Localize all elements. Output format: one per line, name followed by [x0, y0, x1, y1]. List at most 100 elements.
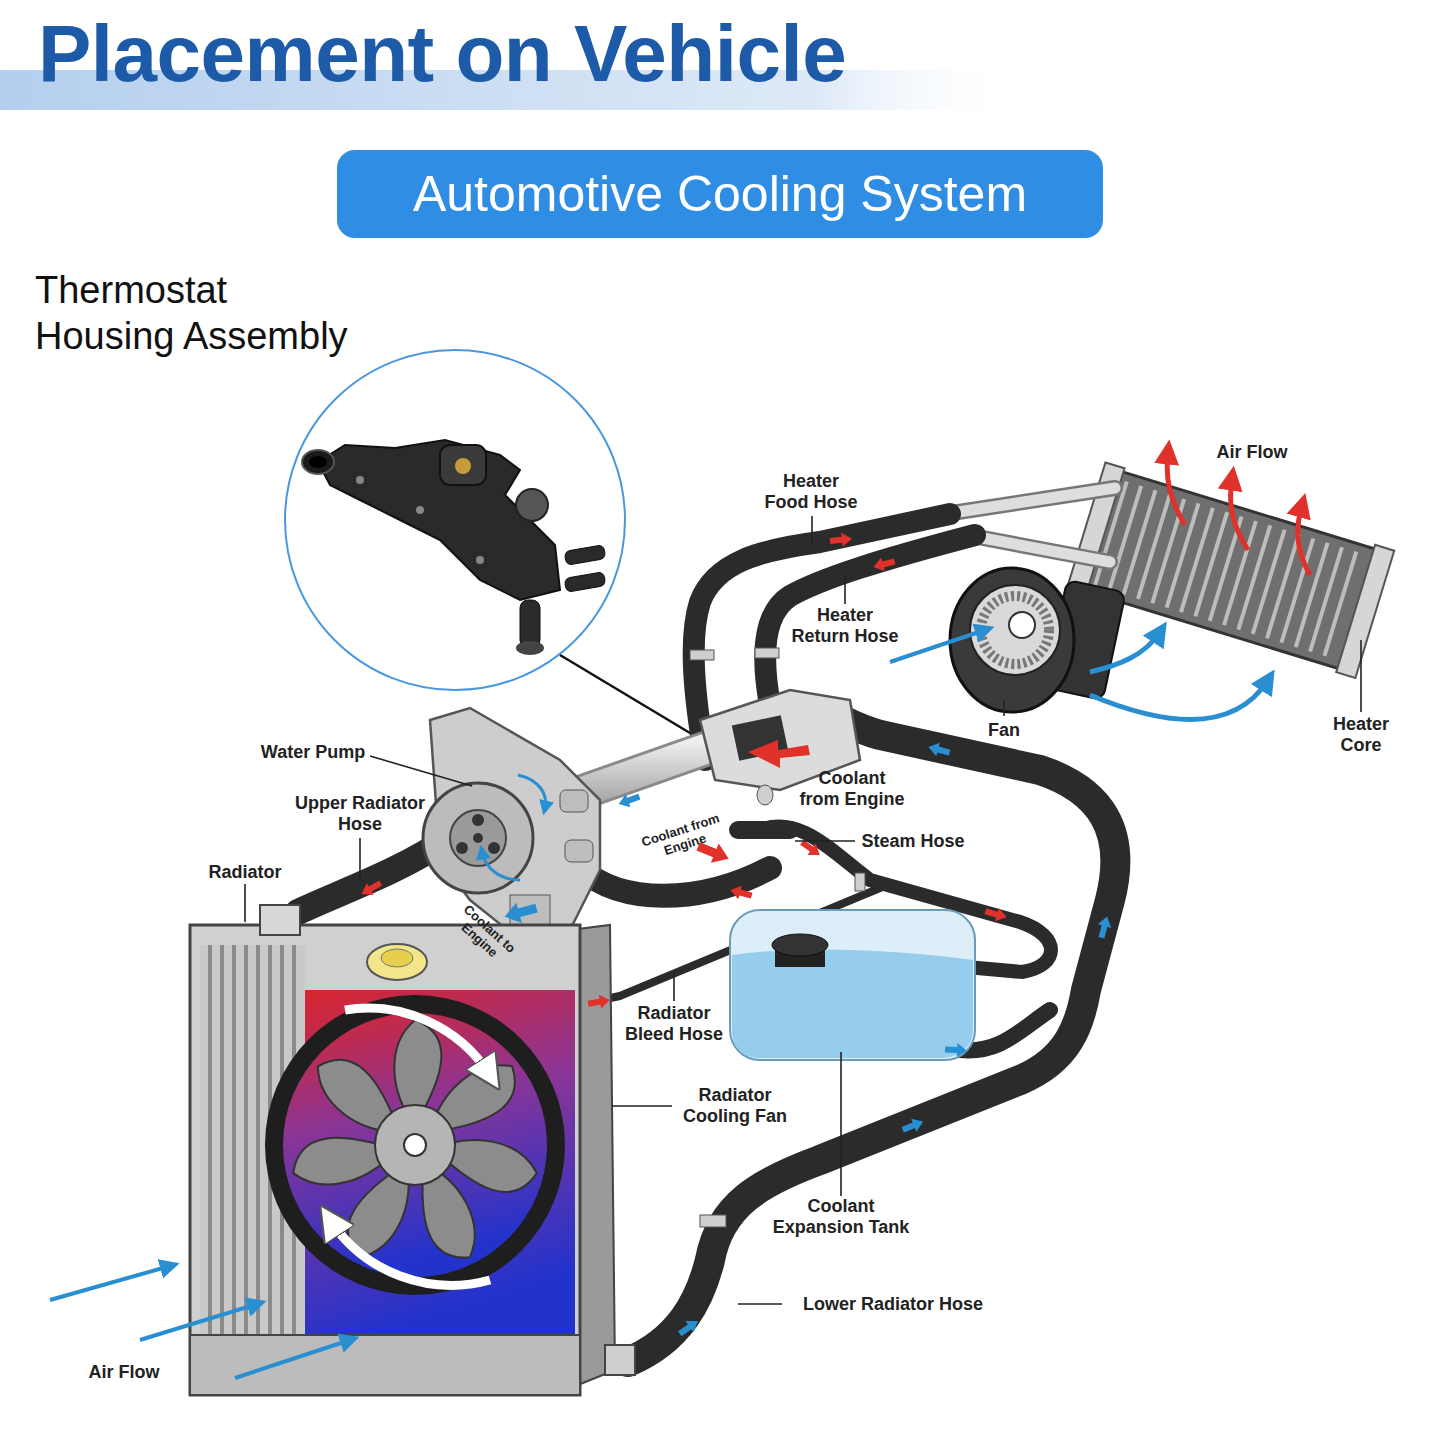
blower-vanes	[981, 596, 1049, 664]
part-label: Radiator	[195, 862, 295, 883]
coolant-expansion-tank	[730, 910, 975, 1060]
flow-arrow	[945, 1042, 968, 1057]
radiator-outlet	[605, 1345, 635, 1375]
part-label: Heater Food Hose	[763, 471, 859, 512]
part-label: Air Flow	[1192, 442, 1312, 463]
leader-line	[673, 972, 675, 1001]
leader-line	[811, 516, 813, 544]
leader-line	[1003, 700, 1005, 716]
flow-arrow	[482, 852, 520, 880]
callout-heading: Thermostat Housing Assembly	[35, 268, 365, 359]
air-flow-arrow	[50, 1266, 170, 1300]
air-flow-arrow	[1167, 452, 1185, 525]
radiator-frame	[190, 925, 580, 1395]
thermostat-housing-photo	[302, 440, 606, 655]
banner-text: Automotive Cooling System	[413, 165, 1027, 223]
heater-pipe	[945, 488, 1115, 514]
flow-arrow	[872, 555, 897, 574]
blower-fan	[950, 568, 1126, 712]
housing-port	[440, 445, 486, 485]
hose-clamp	[700, 1215, 726, 1227]
heater-core-fins	[1095, 481, 1356, 655]
fan-hub	[375, 1105, 455, 1185]
fan-center	[404, 1134, 426, 1156]
part-label: Upper Radiator Hose	[285, 793, 435, 834]
air-flow-arrow	[1231, 478, 1248, 550]
blower-housing	[950, 568, 1074, 712]
pulley-hole	[456, 842, 468, 854]
flow-arrow	[676, 1315, 702, 1339]
part-label: Heater Core	[1325, 714, 1397, 755]
fan-opening	[283, 1013, 547, 1277]
fan-shroud	[265, 995, 565, 1295]
page-title: Placement on Vehicle	[38, 8, 846, 100]
radiator-cap	[367, 944, 427, 980]
pump-boss	[565, 840, 593, 862]
leader-line	[844, 574, 846, 604]
heater-core-body	[1073, 468, 1387, 672]
leader-line	[738, 1303, 782, 1305]
part-label: Coolant from Engine	[797, 768, 907, 809]
bolt	[356, 476, 364, 484]
leader-line	[1360, 640, 1362, 712]
hose-clamp	[690, 650, 714, 660]
housing-outlet	[302, 450, 334, 474]
flow-arrow	[358, 877, 384, 900]
flow-arrow	[900, 1115, 926, 1136]
tank-coolant	[732, 950, 973, 1058]
part-label: Radiator Cooling Fan	[674, 1085, 796, 1126]
water-pump	[423, 708, 600, 940]
outlet-bore	[309, 456, 327, 468]
flow-arrow	[983, 905, 1008, 925]
hose-clamp	[855, 873, 865, 891]
part-label: Steam Hose	[853, 831, 973, 852]
heater-return-hose	[765, 535, 975, 705]
radiator	[190, 905, 635, 1395]
engine-outlet-stub	[738, 821, 790, 839]
banner-box: Automotive Cooling System	[337, 150, 1103, 238]
leader-line	[359, 838, 361, 880]
tank-shell	[730, 910, 975, 1060]
heater-pipe	[972, 536, 1110, 562]
part-label: Radiator Bleed Hose	[616, 1003, 732, 1044]
radiator-inlet	[260, 905, 300, 935]
bolt	[476, 556, 484, 564]
rotation-arrow	[330, 1220, 490, 1285]
bleed-valve	[516, 489, 548, 521]
leader-line	[370, 756, 472, 786]
leader-line	[795, 840, 855, 842]
pulley-hole	[473, 833, 483, 843]
flow-arrow	[927, 740, 952, 759]
rotation-arrow	[345, 1008, 490, 1075]
pump-hub	[450, 810, 506, 866]
air-flow-arrow	[890, 630, 985, 662]
flow-arrow	[729, 883, 754, 902]
leader-line	[840, 1052, 842, 1196]
flow-arrow	[798, 837, 824, 861]
flow-arrow	[1095, 915, 1114, 940]
air-flow-arrow	[235, 1340, 350, 1378]
fan-blades	[287, 1020, 541, 1269]
tank-cap	[772, 934, 828, 956]
heater-core-tank	[1336, 545, 1394, 678]
leader-line	[244, 884, 246, 922]
flow-arrow	[829, 532, 852, 548]
flow-arrow	[502, 898, 539, 927]
blower-hub	[1009, 612, 1035, 638]
lower-outlet-end	[516, 641, 544, 655]
air-flow-arrow	[1090, 632, 1160, 672]
sensor-pin	[455, 458, 471, 474]
pulley-hole	[488, 842, 500, 854]
radiator-cap-top	[381, 949, 413, 967]
heater-pipe-outline	[972, 536, 1110, 562]
bolt	[416, 506, 424, 514]
part-label: Heater Return Hose	[789, 605, 901, 646]
callout-circle	[285, 350, 625, 690]
nipple-pipe	[564, 545, 606, 566]
coolant-from-engine-arrow	[748, 740, 810, 768]
flow-arrow	[616, 790, 641, 811]
pump-boss	[560, 790, 588, 812]
leader-line	[612, 1105, 672, 1107]
flow-arrow	[587, 993, 611, 1011]
